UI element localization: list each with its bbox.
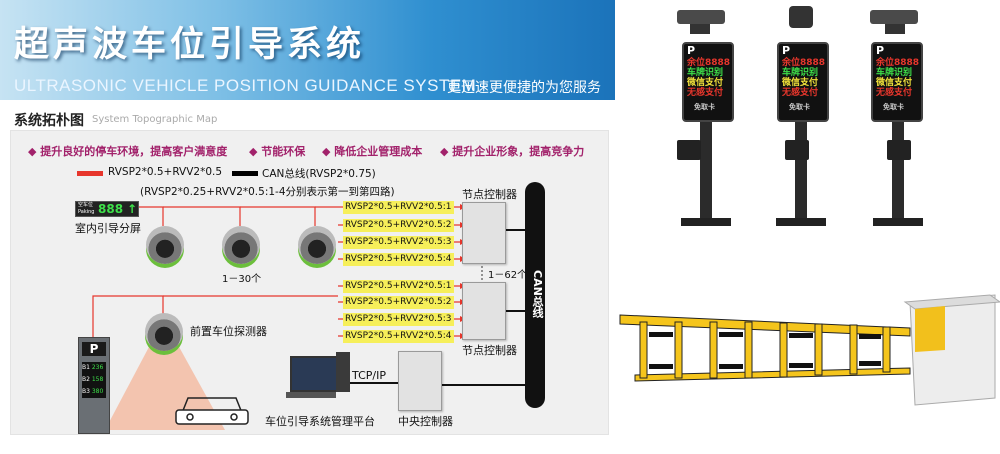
wiring-diagram bbox=[77, 171, 545, 430]
barrier-gate-photo bbox=[615, 240, 1000, 450]
section-title-en: System Topographic Map bbox=[92, 114, 218, 125]
lpr-post-1 bbox=[677, 10, 731, 226]
lpr-sign-2-p: P bbox=[782, 44, 791, 57]
feature-4: ◆ 提升企业形象，提高竞争力 bbox=[440, 145, 585, 158]
banner-subtitle: ULTRASONIC VEHICLE POSITION GUIDANCE SYS… bbox=[14, 76, 477, 95]
totem-p-sign: P bbox=[82, 342, 106, 356]
banner-slogan: 更迅速更便捷的为您服务 bbox=[447, 80, 601, 96]
legend-red-swatch bbox=[77, 171, 103, 176]
lpr-sign-2-line3: 微信支付 bbox=[782, 78, 819, 88]
bus-label-top-3: RVSP2*0.5+RVV2*0.5:3 bbox=[343, 236, 454, 249]
lpr-sign-2: P 余位8888 车牌识别 微信支付 无感支付 免取卡 bbox=[777, 42, 829, 122]
legend-black-text: CAN总线(RVSP2*0.75) bbox=[262, 168, 376, 180]
central-controller bbox=[398, 351, 442, 411]
lpr-camera-posts-photo: P 余位8888 车牌识别 微信支付 无感支付 免取卡 P 余位8888 车牌识… bbox=[615, 0, 1000, 240]
feature-2: ◆ 节能环保 bbox=[249, 145, 306, 158]
node-controller-bottom-label: 节点控制器 bbox=[462, 344, 517, 357]
node-controller-top bbox=[462, 202, 506, 264]
wire-det2-det3 bbox=[240, 206, 316, 226]
legend-note: (RVSP2*0.25+RVV2*0.5:1-4分别表示第一到第四路) bbox=[140, 186, 395, 198]
feature-3: ◆ 降低企业管理成本 bbox=[322, 145, 423, 158]
lpr-sign-3-line4: 无感支付 bbox=[876, 88, 913, 98]
lpr-sign-1-line2: 车牌识别 bbox=[687, 68, 724, 78]
bus-label-top-1: RVSP2*0.5+RVV2*0.5:1 bbox=[343, 201, 454, 214]
topology-panel: 超声波车位引导系统 ULTRASONIC VEHICLE POSITION GU… bbox=[0, 0, 615, 435]
lpr-post-3 bbox=[870, 10, 923, 226]
legend-red-text: RVSP2*0.5+RVV2*0.5 bbox=[108, 166, 223, 178]
lpr-sign-2-line2: 车牌识别 bbox=[782, 68, 819, 78]
wire-totem-to-det bbox=[92, 295, 164, 340]
bus-label-bottom-1: RVSP2*0.5+RVV2*0.5:1 bbox=[343, 280, 454, 293]
lpr-sign-1-p: P bbox=[687, 44, 696, 57]
tcp-ip-label: TCP/IP bbox=[352, 369, 386, 382]
lpr-sign-2-line4: 无感支付 bbox=[782, 88, 819, 98]
lpr-sign-1-line3: 微信支付 bbox=[687, 78, 724, 88]
barrier-fence-boom bbox=[619, 314, 911, 382]
bus-label-bottom-2: RVSP2*0.5+RVV2*0.5:2 bbox=[343, 296, 454, 309]
barrier-gate-drawing bbox=[619, 294, 1000, 406]
totem-row3-count: 380 bbox=[91, 388, 104, 395]
lpr-sign-3-bottom: 免取卡 bbox=[883, 103, 904, 111]
range-62-label: 1－62个 bbox=[488, 270, 528, 281]
node-controller-bottom bbox=[462, 282, 506, 340]
lpr-sign-3: P 余位8888 车牌识别 微信支付 无感支付 免取卡 bbox=[871, 42, 923, 122]
indoor-screen: 空车位 Paking 888 ↑ bbox=[75, 201, 139, 217]
front-detector bbox=[145, 313, 183, 351]
lpr-sign-1-line1: 余位8888 bbox=[687, 58, 731, 68]
lpr-sign-3-line3: 微信支付 bbox=[876, 78, 913, 88]
node-controller-top-label: 节点控制器 bbox=[462, 188, 517, 201]
guidance-totem: P B1 236 B2 158 B3 380 bbox=[78, 337, 110, 434]
ultrasonic-detector-3 bbox=[298, 226, 336, 264]
ultrasonic-detector-2 bbox=[222, 226, 260, 264]
lpr-sign-3-p: P bbox=[876, 44, 885, 57]
range-30-label: 1－30个 bbox=[222, 274, 262, 285]
indoor-screen-digits: 888 bbox=[98, 202, 124, 216]
bus-label-top-2: RVSP2*0.5+RVV2*0.5:2 bbox=[343, 219, 454, 232]
indoor-screen-label: 室内引导分屏 bbox=[75, 222, 141, 235]
can-bus-bar bbox=[525, 182, 545, 408]
lpr-sign-2-bottom: 免取卡 bbox=[789, 103, 810, 111]
bus-label-top-4: RVSP2*0.5+RVV2*0.5:4 bbox=[343, 253, 454, 266]
bus-label-bottom-3: RVSP2*0.5+RVV2*0.5:3 bbox=[343, 313, 454, 326]
ultrasonic-detector-1 bbox=[146, 226, 184, 264]
totem-screen: B1 236 B2 158 B3 380 bbox=[82, 362, 106, 398]
front-detector-label: 前置车位探测器 bbox=[190, 325, 267, 338]
totem-row1-count: 236 bbox=[91, 364, 104, 371]
central-controller-label: 中央控制器 bbox=[398, 415, 453, 428]
lpr-sign-1: P 余位8888 车牌识别 微信支付 无感支付 免取卡 bbox=[682, 42, 734, 122]
car-icon bbox=[175, 397, 249, 425]
detector-beam bbox=[105, 345, 225, 430]
legend-black-swatch bbox=[232, 171, 258, 176]
totem-row1-level: B1 bbox=[82, 364, 90, 371]
feature-1: ◆ 提升良好的停车环境，提高客户满意度 bbox=[28, 145, 228, 158]
lpr-sign-3-line2: 车牌识别 bbox=[876, 68, 913, 78]
totem-row3-level: B3 bbox=[82, 388, 90, 395]
computer-keyboard bbox=[286, 392, 336, 398]
totem-row2-count: 158 bbox=[91, 376, 104, 383]
bus-label-bottom-4: RVSP2*0.5+RVV2*0.5:4 bbox=[343, 330, 454, 343]
wire-det1-det2 bbox=[163, 206, 241, 226]
computer-monitor bbox=[290, 356, 338, 392]
mgmt-platform-label: 车位引导系统管理平台 bbox=[265, 415, 375, 428]
computer-tower bbox=[336, 352, 350, 392]
indoor-screen-line1: 空车位 bbox=[78, 202, 94, 208]
indoor-screen-line2: Paking bbox=[78, 209, 95, 215]
indoor-screen-arrow: ↑ bbox=[127, 202, 138, 216]
section-title: 系统拓朴图 bbox=[14, 113, 84, 129]
lpr-sign-2-line1: 余位8888 bbox=[782, 58, 826, 68]
banner-title: 超声波车位引导系统 bbox=[14, 25, 366, 65]
lpr-sign-3-line1: 余位8888 bbox=[876, 58, 920, 68]
can-bus-label: CAN总线 bbox=[531, 270, 544, 318]
lpr-sign-1-line4: 无感支付 bbox=[687, 88, 724, 98]
barrier-cabinet-stripe bbox=[915, 306, 945, 352]
totem-row2-level: B2 bbox=[82, 376, 90, 383]
banner bbox=[0, 0, 615, 100]
lpr-post-2 bbox=[776, 6, 826, 226]
lpr-sign-1-bottom: 免取卡 bbox=[694, 103, 715, 111]
lpr-posts-drawing bbox=[677, 6, 923, 226]
